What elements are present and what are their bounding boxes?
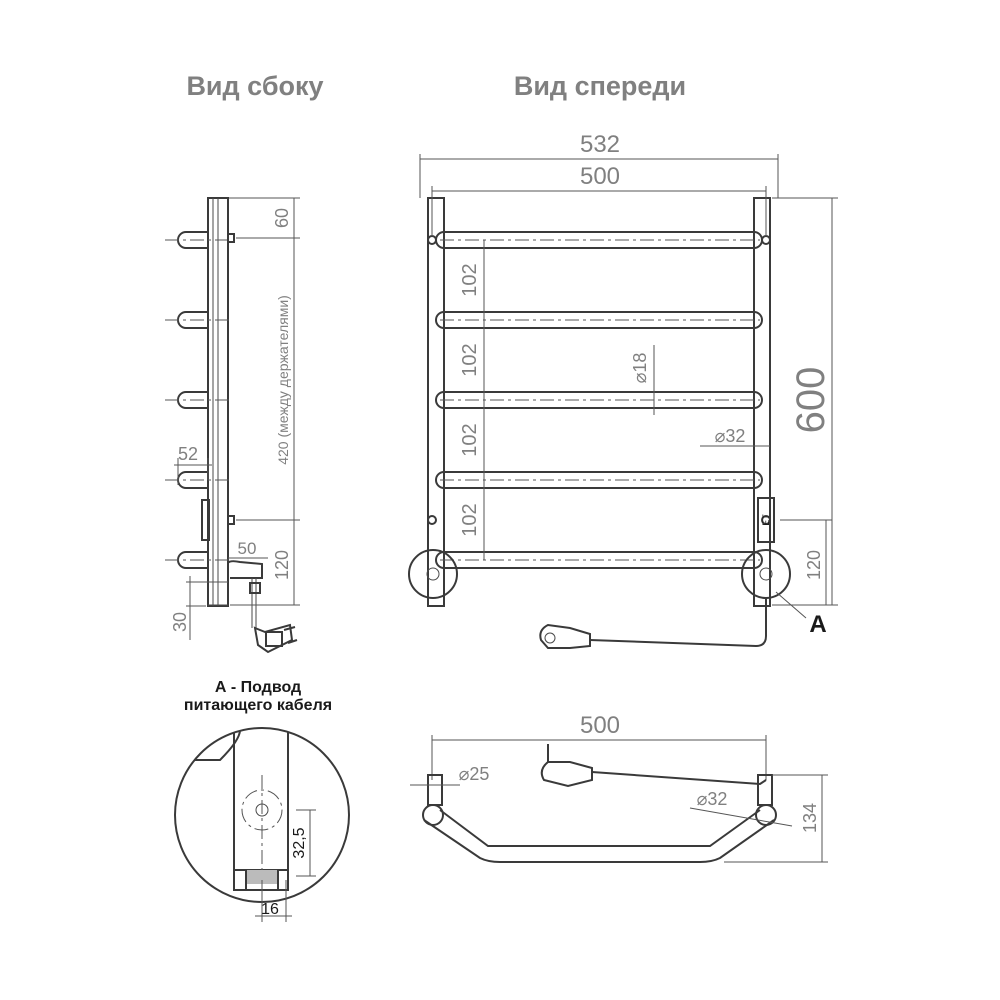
side-dim-120: 120 (272, 550, 292, 580)
front-view: ЕТ 532 500 102 102 102 102 ⌀18 ⌀32 600 (408, 131, 838, 649)
top-dim-width: 500 (580, 712, 620, 739)
top-dim-post-diameter: ⌀32 (697, 789, 728, 809)
front-controller: ЕТ (757, 497, 775, 543)
side-dim-52: 52 (178, 444, 198, 464)
side-dim-50: 50 (238, 539, 257, 558)
front-dim-pitch-1: 102 (459, 263, 481, 296)
front-cable (589, 598, 767, 648)
controller-label: ЕТ (761, 514, 771, 526)
detail-title-1: А - Подвод (215, 679, 301, 696)
top-dim-holder-diameter: ⌀25 (459, 764, 490, 784)
front-right-post (753, 197, 771, 607)
side-plug (253, 623, 298, 654)
top-plug (540, 761, 593, 788)
top-dim-depth: 134 (800, 803, 820, 833)
front-view-title: Вид спереди (514, 71, 686, 101)
detail-dim-width: 16 (261, 901, 279, 918)
front-dim-pitch-3: 102 (459, 423, 481, 456)
side-dim-420: 420 (между держателями) (275, 295, 291, 465)
front-dim-500: 500 (580, 163, 620, 190)
front-dim-pitch-4: 102 (459, 503, 481, 536)
front-dim-pitch-2: 102 (459, 343, 481, 376)
front-dim-height: 600 (789, 367, 833, 434)
front-rungs (435, 231, 763, 569)
side-dim-30: 30 (170, 612, 190, 632)
detail-dim-height: 32,5 (291, 827, 308, 858)
top-rung (423, 819, 775, 863)
front-callout-a: А (809, 611, 826, 638)
front-dim-post-diameter: ⌀32 (715, 426, 746, 446)
side-view-title: Вид сбоку (186, 71, 323, 101)
front-left-post (427, 197, 445, 607)
detail-title-2: питающего кабеля (184, 697, 332, 714)
front-dim-532: 532 (580, 131, 620, 158)
top-view: 500 ⌀25 ⌀32 134 (410, 712, 828, 863)
front-dim-rung-diameter: ⌀18 (630, 353, 650, 384)
detail-a: А - Подвод питающего кабеля 32,5 1 (174, 679, 350, 922)
front-plug (539, 623, 591, 649)
side-controller (201, 499, 210, 541)
front-dim-bottom-holder: 120 (804, 550, 824, 580)
side-view: 60 420 (между держателями) 120 52 50 30 (165, 197, 300, 654)
side-rung-stubs (165, 231, 230, 569)
side-dim-60: 60 (272, 208, 292, 228)
